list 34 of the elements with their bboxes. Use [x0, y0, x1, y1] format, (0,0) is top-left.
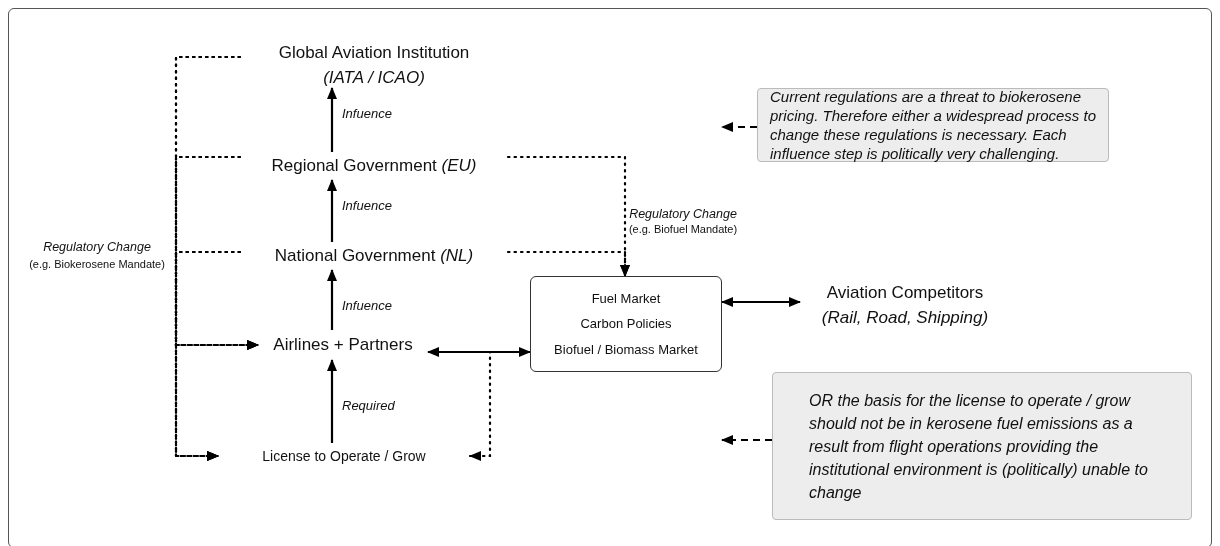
annotation-text: (e.g. Biokerosene Mandate) — [28, 257, 166, 272]
institution-label: Global Aviation Institution — [278, 41, 470, 64]
annotation-text: (e.g. Biofuel Mandate) — [627, 222, 739, 237]
arrow — [327, 359, 337, 443]
arrow — [721, 297, 801, 307]
edge-label: Infuence — [342, 105, 392, 123]
box-text: Biofuel / Biomass Market — [554, 340, 698, 359]
box-text: Fuel Market — [591, 289, 661, 308]
dotted-arrow — [506, 250, 630, 278]
edge-label: Infuence — [342, 197, 392, 215]
competitors-label: Aviation Competitors — [826, 281, 984, 304]
license-label: License to Operate / Grow — [262, 446, 426, 466]
institution-label: (IATA / ICAO) — [323, 67, 425, 89]
box-text: Current regulations are a threat to biokerosene pricing. Therefore either a widespread process to change these regulations is necessary. Each influence step is politically very challenging. — [770, 87, 1096, 163]
note-box — [772, 372, 1192, 520]
arrow — [427, 347, 531, 357]
dotted-arrow — [468, 350, 532, 461]
government-label: Regional Government (EU) — [271, 155, 477, 178]
edge-label: Infuence — [342, 297, 392, 315]
dotted-arrow — [721, 435, 772, 445]
box-text: Carbon Policies — [580, 315, 672, 334]
annotation-text: Regulatory Change — [628, 206, 738, 223]
stakeholder-label: Airlines + Partners — [273, 334, 413, 357]
competitors-label: (Rail, Road, Shipping) — [821, 307, 989, 329]
box-text: OR the basis for the license to operate / grow should not be in kerosene fuel emissions as a result from flight operations providing the institutional environment is (politically) unable to change — [809, 390, 1149, 503]
arrow — [327, 269, 337, 330]
government-label: National Government (NL) — [274, 245, 474, 268]
market-box — [530, 276, 722, 372]
dotted-arrow — [721, 122, 757, 132]
dotted-arrow — [174, 250, 242, 461]
edge-label: Required — [342, 397, 395, 415]
arrow — [327, 179, 337, 242]
arrow — [327, 87, 337, 152]
annotation-text: Regulatory Change — [42, 239, 152, 256]
